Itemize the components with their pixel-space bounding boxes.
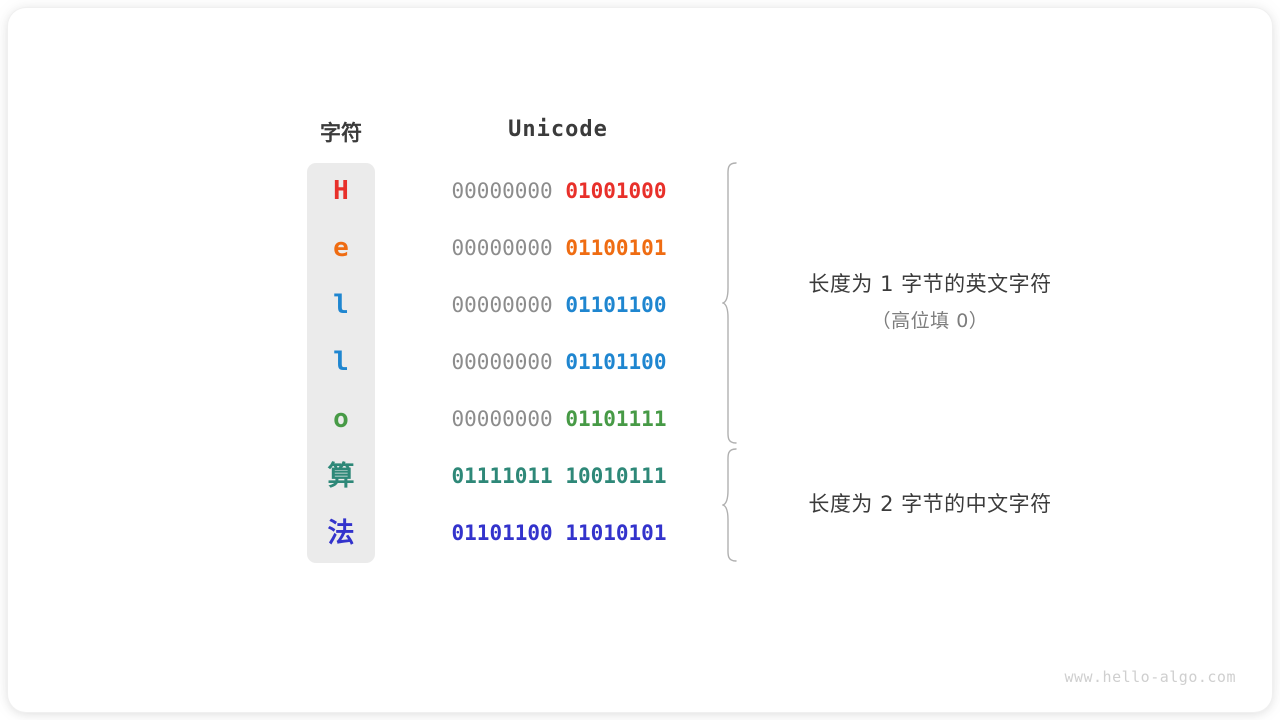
annotation-cjk-line1: 长度为 2 字节的中文字符: [808, 492, 1052, 516]
character-glyph: e: [333, 233, 349, 263]
table-row: l 00000000 01101100: [0, 277, 1280, 334]
character-glyph: l: [333, 290, 349, 320]
unicode-bits: 01111011 10010111: [420, 448, 698, 505]
low-byte: 11010101: [565, 521, 667, 545]
low-byte: 01001000: [565, 179, 667, 203]
low-byte: 01101100: [565, 293, 667, 317]
unicode-bits: 00000000 01101100: [420, 277, 698, 334]
annotation-latin-line1: 长度为 1 字节的英文字符: [808, 272, 1052, 296]
unicode-bits: 00000000 01101111: [420, 391, 698, 448]
high-byte: 00000000: [451, 407, 553, 431]
table-row: l 00000000 01101100: [0, 334, 1280, 391]
group-brace-cjk: [722, 448, 746, 562]
character-column-background: [307, 163, 375, 563]
unicode-bits: 00000000 01101100: [420, 334, 698, 391]
unicode-bits: 00000000 01001000: [420, 163, 698, 220]
annotation-cjk: 长度为 2 字节的中文字符: [760, 488, 1100, 518]
table-row: o 00000000 01101111: [0, 391, 1280, 448]
diagram-card: [8, 8, 1272, 712]
character-glyph: H: [333, 176, 349, 206]
annotation-latin: 长度为 1 字节的英文字符 （高位填 0）: [760, 268, 1100, 333]
annotation-latin-line2: （高位填 0）: [871, 310, 989, 332]
high-byte: 01111011: [451, 464, 553, 488]
table-row: 法 01101100 11010101: [0, 505, 1280, 562]
unicode-bits: 00000000 01100101: [420, 220, 698, 277]
unicode-bits: 01101100 11010101: [420, 505, 698, 562]
character-glyph: l: [333, 347, 349, 377]
character-glyph: o: [333, 404, 349, 434]
column-header-unicode: Unicode: [508, 117, 608, 142]
table-row: e 00000000 01100101: [0, 220, 1280, 277]
high-byte: 00000000: [451, 350, 553, 374]
high-byte: 01101100: [451, 521, 553, 545]
column-header-character: 字符: [320, 121, 362, 145]
low-byte: 01100101: [565, 236, 667, 260]
group-brace-latin: [722, 162, 746, 444]
low-byte: 10010111: [565, 464, 667, 488]
character-glyph: 法: [327, 518, 355, 549]
low-byte: 01101111: [565, 407, 667, 431]
watermark: www.hello-algo.com: [1064, 668, 1236, 686]
high-byte: 00000000: [451, 236, 553, 260]
high-byte: 00000000: [451, 179, 553, 203]
high-byte: 00000000: [451, 293, 553, 317]
low-byte: 01101100: [565, 350, 667, 374]
character-glyph: 算: [327, 461, 355, 492]
table-row: H 00000000 01001000: [0, 163, 1280, 220]
table-row: 算 01111011 10010111: [0, 448, 1280, 505]
